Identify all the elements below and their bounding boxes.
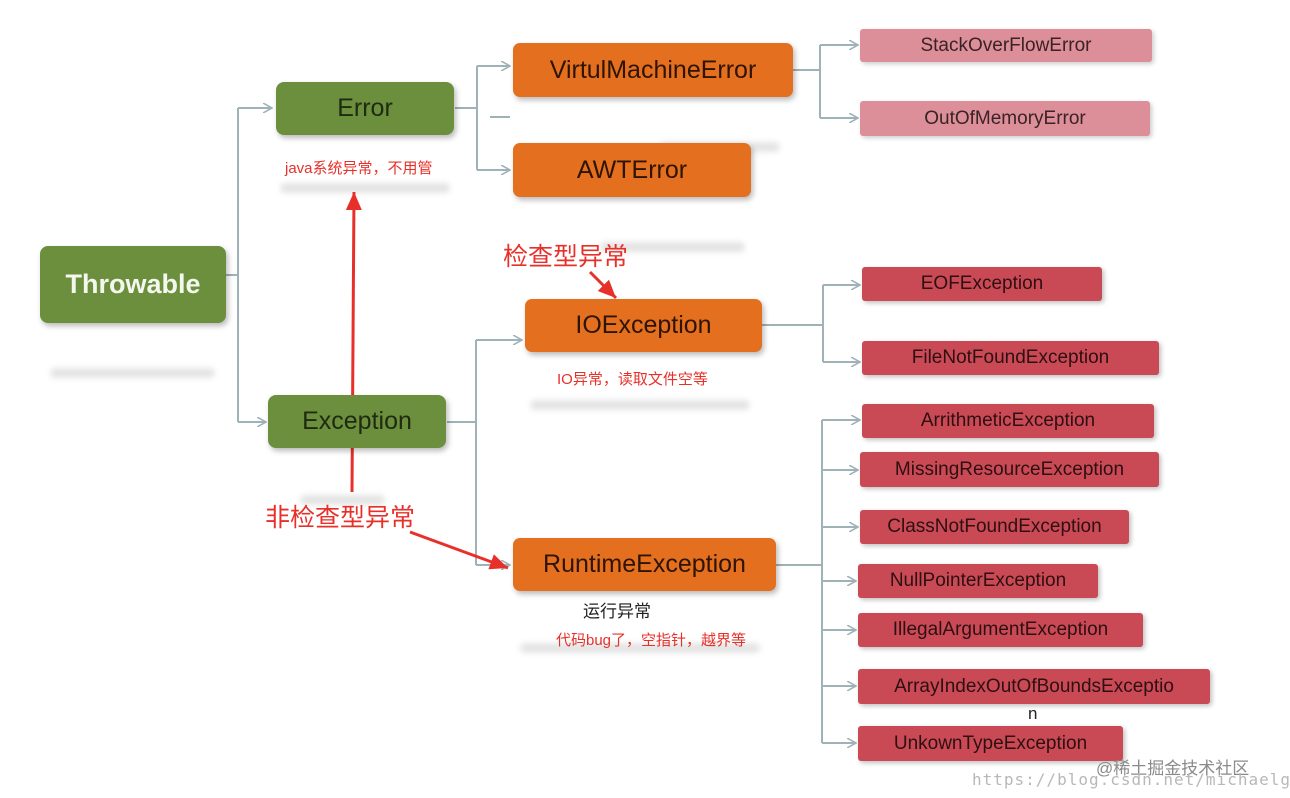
watermark-brand: @稀土掘金技术社区 — [1096, 759, 1250, 778]
node-error: Error — [276, 82, 454, 135]
blurred-text — [50, 368, 215, 378]
blurred-text — [520, 643, 760, 653]
blurred-text — [600, 242, 745, 252]
node-array-index-overflow-text: n — [1028, 704, 1038, 723]
watermark-url: https://blog.csdn.net/michaelgo — [972, 770, 1290, 789]
node-array-index-exception: ArrayIndexOutOfBoundsExceptio — [858, 669, 1210, 704]
checked-exception-label: 检查型异常 — [503, 243, 629, 271]
node-io-exception: IOException — [525, 299, 762, 352]
runtime-exception-annotation: 代码bug了，空指针，越界等 — [556, 632, 747, 649]
runtime-exception-label: 运行异常 — [583, 602, 651, 621]
annotation-arrow-to-runtime — [409, 530, 509, 570]
node-virtual-machine-error: VirtulMachineError — [513, 43, 793, 97]
node-exception: Exception — [268, 395, 446, 448]
node-throwable: Throwable — [40, 246, 226, 323]
node-illegal-argument-exception: IllegalArgumentException — [858, 613, 1143, 647]
node-null-pointer-exception: NullPointerException — [858, 564, 1098, 598]
blurred-text — [530, 400, 750, 410]
node-unknown-type-exception: UnkownTypeException — [858, 726, 1123, 761]
annotation-arrow-to-ioexception — [588, 270, 618, 300]
node-file-not-found-exception: FileNotFoundException — [862, 341, 1159, 375]
node-awt-error: AWTError — [513, 143, 751, 197]
io-exception-annotation: IO异常，读取文件空等 — [557, 371, 708, 388]
blurred-text — [300, 495, 385, 505]
node-stack-overflow-error: StackOverFlowError — [860, 29, 1152, 62]
node-eof-exception: EOFException — [862, 267, 1102, 301]
blurred-text — [280, 183, 450, 193]
node-runtime-exception: RuntimeException — [513, 538, 776, 591]
node-missing-resource-exception: MissingResourceException — [860, 452, 1159, 487]
node-arithmetic-exception: ArrithmeticException — [862, 404, 1154, 438]
error-annotation: java系统异常，不用管 — [285, 160, 433, 177]
unchecked-exception-label: 非检查型异常 — [265, 504, 416, 532]
node-class-not-found-exception: ClassNotFoundException — [860, 510, 1129, 544]
node-out-of-memory-error: OutOfMemoryError — [860, 101, 1150, 136]
